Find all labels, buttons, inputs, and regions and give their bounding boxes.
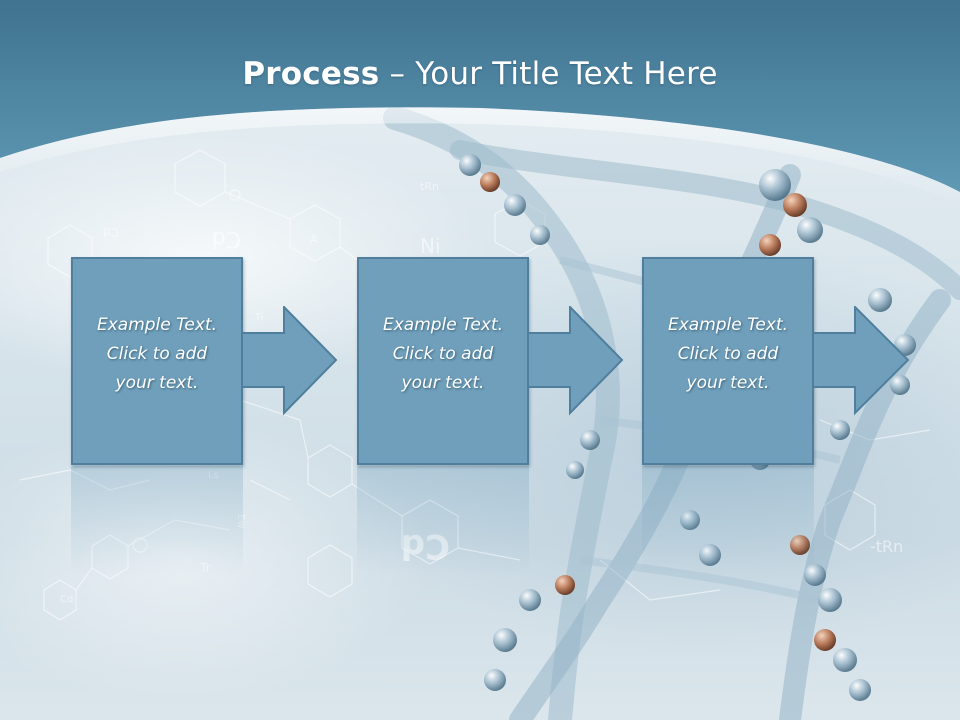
- step-3-line-3: your text.: [686, 373, 770, 393]
- svg-text:tRn: tRn: [420, 180, 439, 193]
- title-rest: – Your Title Text Here: [379, 56, 718, 92]
- svg-text:Cd: Cd: [401, 526, 450, 566]
- step-2-box[interactable]: [357, 257, 529, 465]
- step-2-line-3: your text.: [401, 373, 485, 393]
- svg-text:A: A: [310, 233, 318, 246]
- step-3-box[interactable]: [642, 257, 814, 465]
- step-1-arrow[interactable]: [242, 306, 338, 416]
- step-1-reflection: [71, 466, 243, 576]
- step-2-arrow[interactable]: [528, 306, 624, 416]
- header-band: [0, 0, 960, 200]
- step-3-arrow[interactable]: [813, 306, 911, 416]
- svg-text:Tr: Tr: [199, 561, 211, 575]
- step-1-box[interactable]: [71, 257, 243, 465]
- svg-text:Cd: Cd: [60, 594, 73, 605]
- step-2-reflection: [357, 466, 529, 576]
- step-3-line-2: Click to add: [677, 344, 779, 364]
- page-title[interactable]: Process – Your Title Text Here: [0, 52, 960, 96]
- step-1-line-2: Click to add: [106, 344, 208, 364]
- step-2-line-1: Example Text.: [382, 315, 504, 335]
- svg-text:-tRn: -tRn: [870, 537, 903, 556]
- step-3-line-1: Example Text.: [667, 315, 789, 335]
- molecule-lines: [19, 149, 931, 621]
- svg-text:Ti: Ti: [254, 312, 264, 323]
- step-2-text[interactable]: Example Text. Click to add your text.: [357, 311, 529, 398]
- step-2-line-2: Click to add: [392, 344, 494, 364]
- step-1-text[interactable]: Example Text. Click to add your text.: [71, 311, 243, 398]
- title-bold: Process: [242, 56, 380, 92]
- svg-text:Ls: Ls: [208, 470, 219, 481]
- molecule-labels: Cd Cd Ni -tRn tRn A Tr Ew Ls Ti Cd Cd: [60, 180, 903, 605]
- step-3-reflection: [642, 466, 814, 576]
- svg-text:Ew: Ew: [235, 514, 246, 529]
- step-3-text[interactable]: Example Text. Click to add your text.: [642, 311, 814, 398]
- svg-text:Cd: Cd: [103, 225, 119, 239]
- dna-beads: [459, 154, 916, 701]
- step-1-line-3: your text.: [115, 373, 199, 393]
- svg-text:Cd: Cd: [212, 226, 241, 251]
- step-1-line-1: Example Text.: [96, 315, 218, 335]
- svg-text:Ni: Ni: [420, 234, 441, 258]
